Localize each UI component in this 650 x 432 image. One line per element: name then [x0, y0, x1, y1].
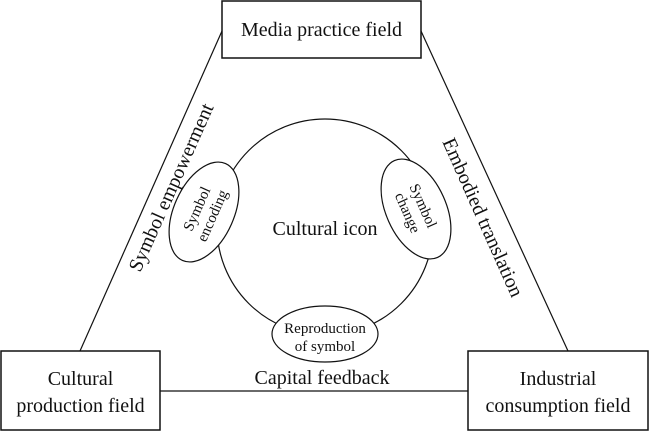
edge-right-label: Embodied translation — [438, 135, 528, 301]
cultural-icon-label: Cultural icon — [273, 218, 378, 240]
node-cultural-production-label-line2: production field — [16, 395, 144, 417]
ellipse-reproduction-line2: of symbol — [295, 339, 355, 355]
ellipse-symbol-encoding: Symbol encoding — [168, 161, 240, 263]
ellipse-reproduction-of-symbol: Reproduction of symbol — [271, 305, 379, 363]
ellipse-reproduction-line1: Reproduction — [284, 321, 366, 337]
node-media-label: Media practice field — [241, 19, 402, 41]
edge-left-line — [79, 30, 223, 352]
edge-right-line — [420, 30, 569, 352]
node-industrial-consumption-label-line2: consumption field — [486, 395, 631, 417]
node-industrial-consumption-label-line1: Industrial — [520, 368, 597, 390]
node-cultural-production-label-line1: Cultural — [48, 368, 114, 390]
node-cultural-production-field: Cultural production field — [0, 350, 161, 431]
node-media-practice-field: Media practice field — [221, 0, 422, 59]
ellipse-symbol-change: Symbol change — [380, 158, 452, 260]
node-industrial-consumption-field: Industrial consumption field — [467, 350, 649, 431]
edge-bottom-label: Capital feedback — [255, 367, 390, 389]
